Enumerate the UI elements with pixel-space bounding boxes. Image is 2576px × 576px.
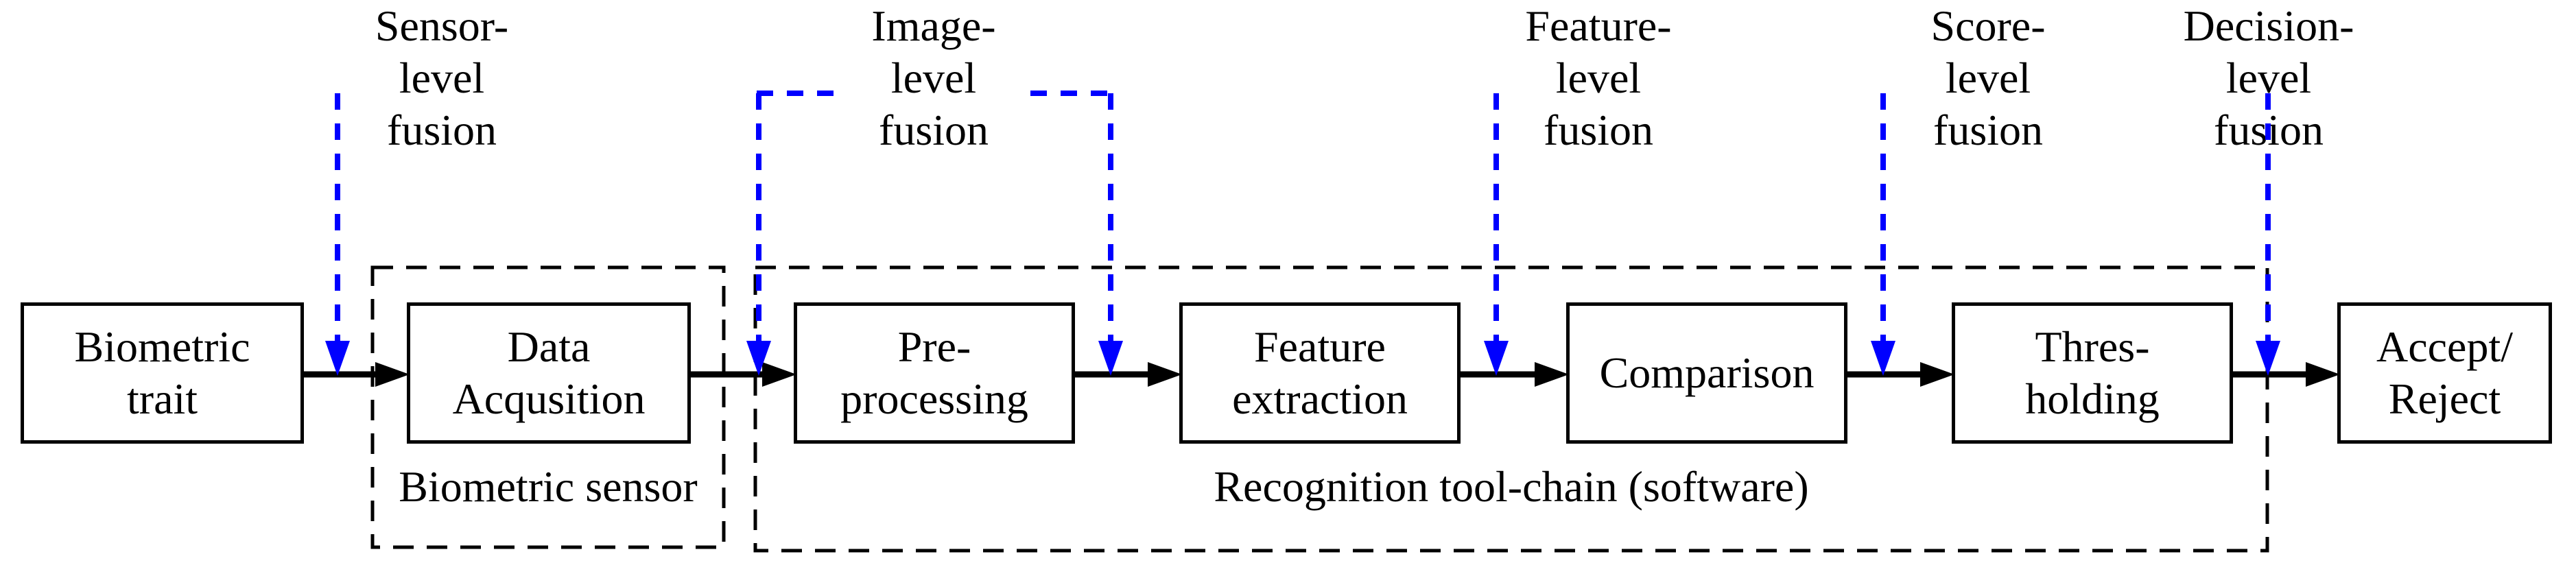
flow-arrow-feature-to-comparison <box>1461 362 1569 387</box>
box-accept-reject: Accept/ Reject <box>2337 302 2552 444</box>
box-biometric-trait: Biometric trait <box>21 302 304 444</box>
box-feature-extraction: Feature extraction <box>1179 302 1461 444</box>
fusion-label-image: Image- level fusion <box>871 1 996 154</box>
biometric-sensor-container-outline <box>370 265 726 549</box>
box-biometric-trait-label: Biometric trait <box>74 322 250 423</box>
fusion-arrow-sensor <box>325 93 350 376</box>
box-data-acquisition-label: Data Acqusition <box>452 322 646 423</box>
flow-arrow-comparison-to-thresholding <box>1847 362 1954 387</box>
fusion-arrow-score <box>1871 93 1895 376</box>
box-thresholding-label: Thres- holding <box>2025 322 2160 423</box>
fusion-label-feature: Feature- level fusion <box>1525 1 1672 154</box>
fusion-arrow-decision <box>2256 93 2280 376</box>
box-comparison-label: Comparison <box>1599 348 1815 397</box>
flow-arrow-thresholding-to-decision <box>2233 362 2340 387</box>
fusion-arrow-image <box>746 91 1123 376</box>
box-pre-processing: Pre- processing <box>794 302 1075 444</box>
box-comparison: Comparison <box>1566 302 1847 444</box>
box-data-acquisition: Data Acqusition <box>407 302 691 444</box>
fusion-label-sensor: Sensor- level fusion <box>375 1 509 154</box>
recognition-toolchain-container-outline <box>753 265 2269 553</box>
box-feature-extraction-label: Feature extraction <box>1232 322 1408 423</box>
recognition-toolchain-container-label: Recognition tool-chain (software) <box>1214 462 1809 511</box>
flow-arrow-trait-to-acquisition <box>304 362 410 387</box>
fusion-arrow-feature <box>1484 93 1509 376</box>
biometric-sensor-container-label: Biometric sensor <box>399 462 698 511</box>
box-thresholding: Thres- holding <box>1952 302 2233 444</box>
fusion-label-score: Score- level fusion <box>1930 1 2046 154</box>
flow-arrow-preprocessing-to-feature <box>1075 362 1182 387</box>
box-accept-reject-label: Accept/ Reject <box>2376 322 2513 423</box>
box-pre-processing-label: Pre- processing <box>840 322 1028 423</box>
flow-arrow-acquisition-to-preprocessing <box>691 362 796 387</box>
